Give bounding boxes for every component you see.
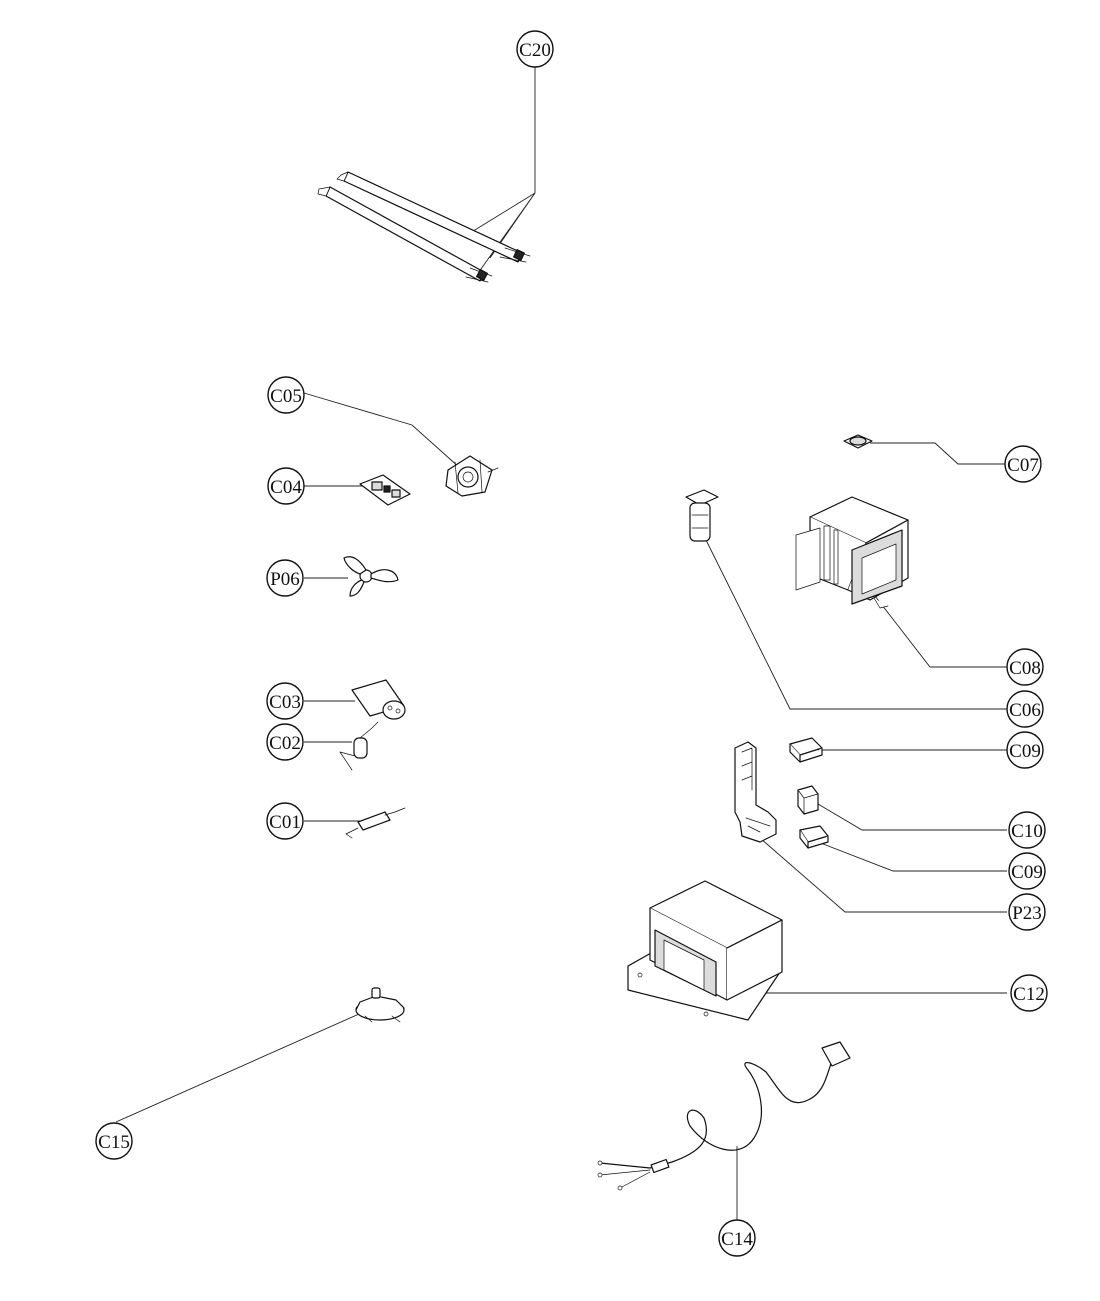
callout-label: C04 [270,477,302,498]
leader-p23 [759,837,1007,913]
callout-c15: C15 [95,1122,133,1160]
callout-label: P06 [270,569,300,590]
leader-c06 [704,537,1007,710]
callout-label: P23 [1012,903,1042,924]
callout-label: C15 [98,1132,130,1153]
leader-c12 [747,984,1007,994]
callout-c08: C08 [1006,648,1044,686]
callout-c12: C12 [1010,974,1048,1012]
callout-label: C05 [270,386,302,407]
callout-c14: C14 [718,1219,756,1257]
callout-label: C06 [1009,700,1041,721]
motor-bracket-icon [445,455,499,497]
callout-label: C09 [1011,862,1043,883]
fan-blade-icon [343,556,399,597]
callout-p06: P06 [266,559,304,597]
callout-label: C12 [1013,984,1045,1005]
diode-icon [345,807,406,839]
callout-label: C03 [269,692,301,713]
callout-p23: P23 [1008,893,1046,931]
callout-c20: C20 [516,30,554,68]
transformer-icon [627,880,783,1021]
magnetron-icon [795,496,909,609]
leader-c20 [469,66,536,277]
power-cord-icon [597,1041,851,1191]
callout-c07: C07 [1004,445,1042,483]
latch-bracket-icon [734,741,777,843]
callout-label: C20 [519,40,551,61]
leader-c09-bottom [817,841,1007,872]
callout-label: C14 [721,1229,753,1250]
leader-lines [115,66,1007,1220]
thermostat-icon [843,434,873,449]
fuse-holder-icon [685,489,719,542]
micro-switch-icon [789,737,823,763]
callout-label: C01 [269,812,301,833]
leader-c05 [303,392,461,469]
callout-c09-bottom: C09 [1008,852,1046,890]
small-capacitor-icon [339,721,379,771]
callout-label: C09 [1009,741,1041,762]
callout-c06: C06 [1006,690,1044,728]
callout-c02: C02 [266,723,304,761]
callout-c05: C05 [267,376,305,414]
micro-switch-icon [799,825,829,849]
callout-c01: C01 [266,802,304,840]
capacitor-icon [351,679,406,720]
callout-label: C07 [1007,455,1039,476]
leader-c08 [874,595,1007,668]
leader-c07 [870,442,1005,465]
circuit-board-icon [359,474,411,506]
callout-c09-top: C09 [1006,731,1044,769]
callout-label: C10 [1011,821,1043,842]
leader-c10 [817,803,1007,831]
leader-c15 [115,1009,369,1123]
callout-label: C02 [269,733,301,754]
callout-label: C08 [1009,658,1041,679]
callout-c03: C03 [266,682,304,720]
callout-c10: C10 [1008,811,1046,849]
turntable-motor-icon [355,987,405,1023]
interlock-switch-icon [797,785,819,815]
heater-tubes-icon [317,171,531,283]
callout-c04: C04 [267,467,305,505]
